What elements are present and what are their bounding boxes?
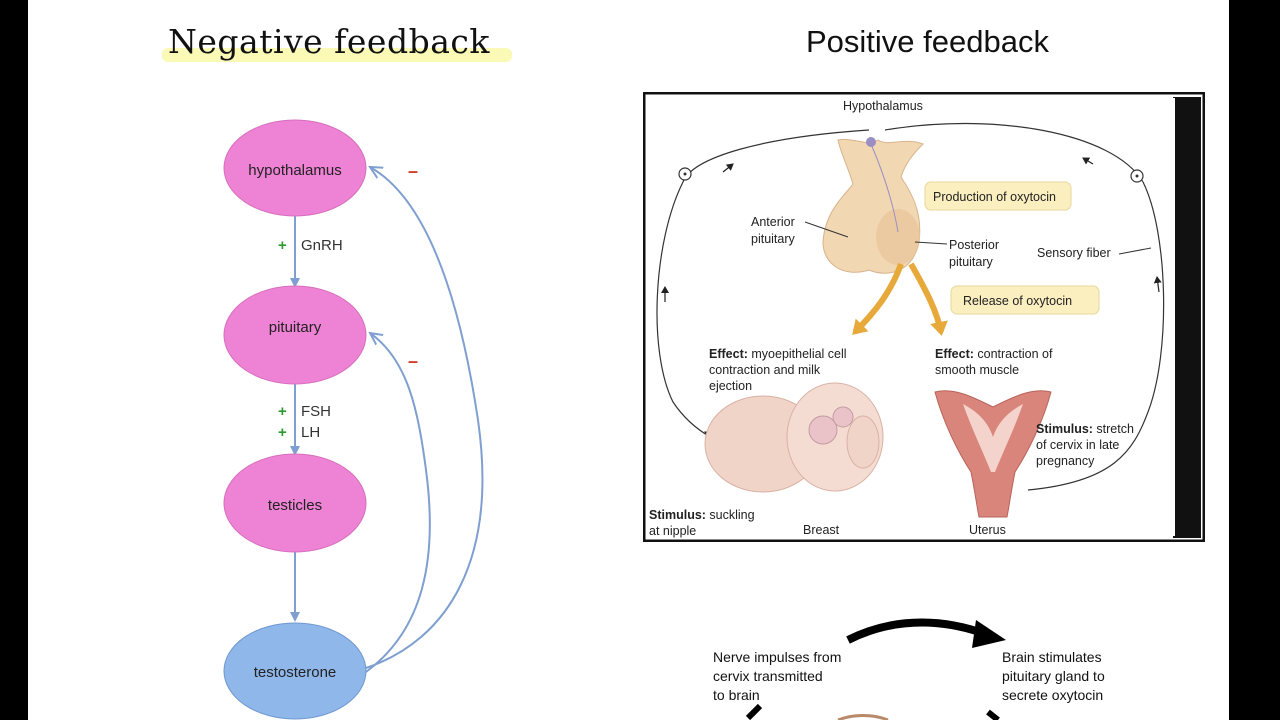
- label-uterus: Uterus: [969, 523, 1006, 537]
- uterus-cavity: [963, 404, 1023, 472]
- feedback-curve-hypothalamus: [365, 167, 484, 669]
- node-testicles: [223, 453, 367, 553]
- mammary-lobules-2: [832, 406, 854, 428]
- node-pituitary: [223, 285, 367, 385]
- node-testosterone: [223, 622, 367, 720]
- edge2-sign-1: +: [278, 403, 287, 420]
- edge2-label-2: LH: [301, 424, 320, 441]
- effect-right-line1: Effect: contraction of: [935, 347, 1053, 361]
- neural-loop-right: [884, 122, 1165, 491]
- effect-right-line2: smooth muscle: [935, 363, 1019, 377]
- cycle-text-right: Brain stimulates pituitary gland to secr…: [1002, 649, 1105, 703]
- cycle-arrow: [745, 618, 1006, 720]
- ganglion-right-dot: [1135, 174, 1139, 178]
- panel-dark-edge: [1173, 97, 1201, 538]
- stimulus-left-line1: Stimulus: suckling: [649, 508, 755, 522]
- label-anterior-2: pituitary: [751, 232, 796, 246]
- ganglion-left-dot: [683, 172, 687, 176]
- slide: Negative feedback Positive feedback hypo…: [28, 0, 1229, 720]
- feedback-curve-pituitary: [365, 333, 431, 673]
- cycle-arrow-bottom: [745, 703, 763, 720]
- loop-arrow-right-mid: [1153, 276, 1162, 293]
- effect-left-line2: contraction and milk: [709, 363, 821, 377]
- cycle-text-left: Nerve impulses from cervix transmitted t…: [713, 649, 842, 703]
- effect-left-line1: Effect: myoepithelial cell: [709, 347, 847, 361]
- cycle-arrow-bottom-right: [986, 709, 1000, 720]
- production-box: [924, 181, 1072, 211]
- stimulus-left-line2: at nipple: [649, 524, 696, 538]
- node-hypothalamus-label: hypothalamus: [248, 162, 341, 179]
- node-hypothalamus: [223, 119, 367, 217]
- mammary-lobules: [808, 415, 838, 445]
- cycle-arrow-head-top: [972, 620, 1006, 648]
- neural-loop: [656, 129, 870, 453]
- edge2-sign-2: +: [278, 424, 287, 441]
- stimulus-right-line3: pregnancy: [1036, 454, 1095, 468]
- negative-feedback-title: Negative feedback: [162, 22, 512, 62]
- cycle-center-hint: [837, 714, 889, 720]
- label-sensory-fiber: Sensory fiber: [1037, 246, 1111, 260]
- neurosecretory-axons: [870, 143, 899, 233]
- release-box: [950, 285, 1100, 315]
- stimulus-right-line2: of cervix in late: [1036, 438, 1119, 452]
- production-box-label: Production of oxytocin: [933, 190, 1056, 204]
- effect-left-line3: ejection: [709, 379, 752, 393]
- negative-feedback-diagram: hypothalamus pituitary testicles testost…: [223, 119, 484, 720]
- node-pituitary-label: pituitary: [269, 319, 322, 336]
- oxytocin-diagram: Hypothalamus Anterior pituitary Posterio…: [643, 92, 1205, 542]
- title-highlight: [162, 48, 512, 62]
- leader-anterior: [804, 221, 849, 238]
- edge1-label: GnRH: [301, 237, 343, 254]
- label-breast: Breast: [803, 523, 840, 537]
- positive-feedback-title: Positive feedback: [806, 24, 1049, 59]
- leader-sensory: [1118, 247, 1152, 255]
- loop-arrow-left-top: [722, 163, 734, 173]
- label-posterior-2: pituitary: [949, 255, 994, 269]
- edge1-sign: +: [278, 237, 287, 254]
- stimulus-right-line1: Stimulus: stretch: [1036, 422, 1134, 436]
- node-testicles-label: testicles: [268, 497, 322, 514]
- label-anterior-1: Anterior: [751, 215, 795, 229]
- node-testosterone-label: testosterone: [254, 664, 337, 681]
- hypothalamus-nucleus: [866, 137, 876, 147]
- leader-posterior: [914, 241, 948, 245]
- label-posterior-1: Posterior: [949, 238, 999, 252]
- posterior-lobe: [876, 209, 920, 265]
- cycle-arrow-top: [846, 618, 990, 644]
- release-box-label: Release of oxytocin: [963, 294, 1072, 308]
- oxytocin-arrow-breast: [852, 262, 904, 335]
- inhibition-mark-1: –: [408, 161, 418, 181]
- loop-arrow-right-top: [1082, 157, 1094, 165]
- label-hypothalamus: Hypothalamus: [843, 99, 923, 113]
- baby-hand: [846, 415, 880, 469]
- oxytocin-arrow-uterus: [908, 262, 948, 336]
- inhibition-mark-2: –: [408, 351, 418, 371]
- edge2-label-1: FSH: [301, 403, 331, 420]
